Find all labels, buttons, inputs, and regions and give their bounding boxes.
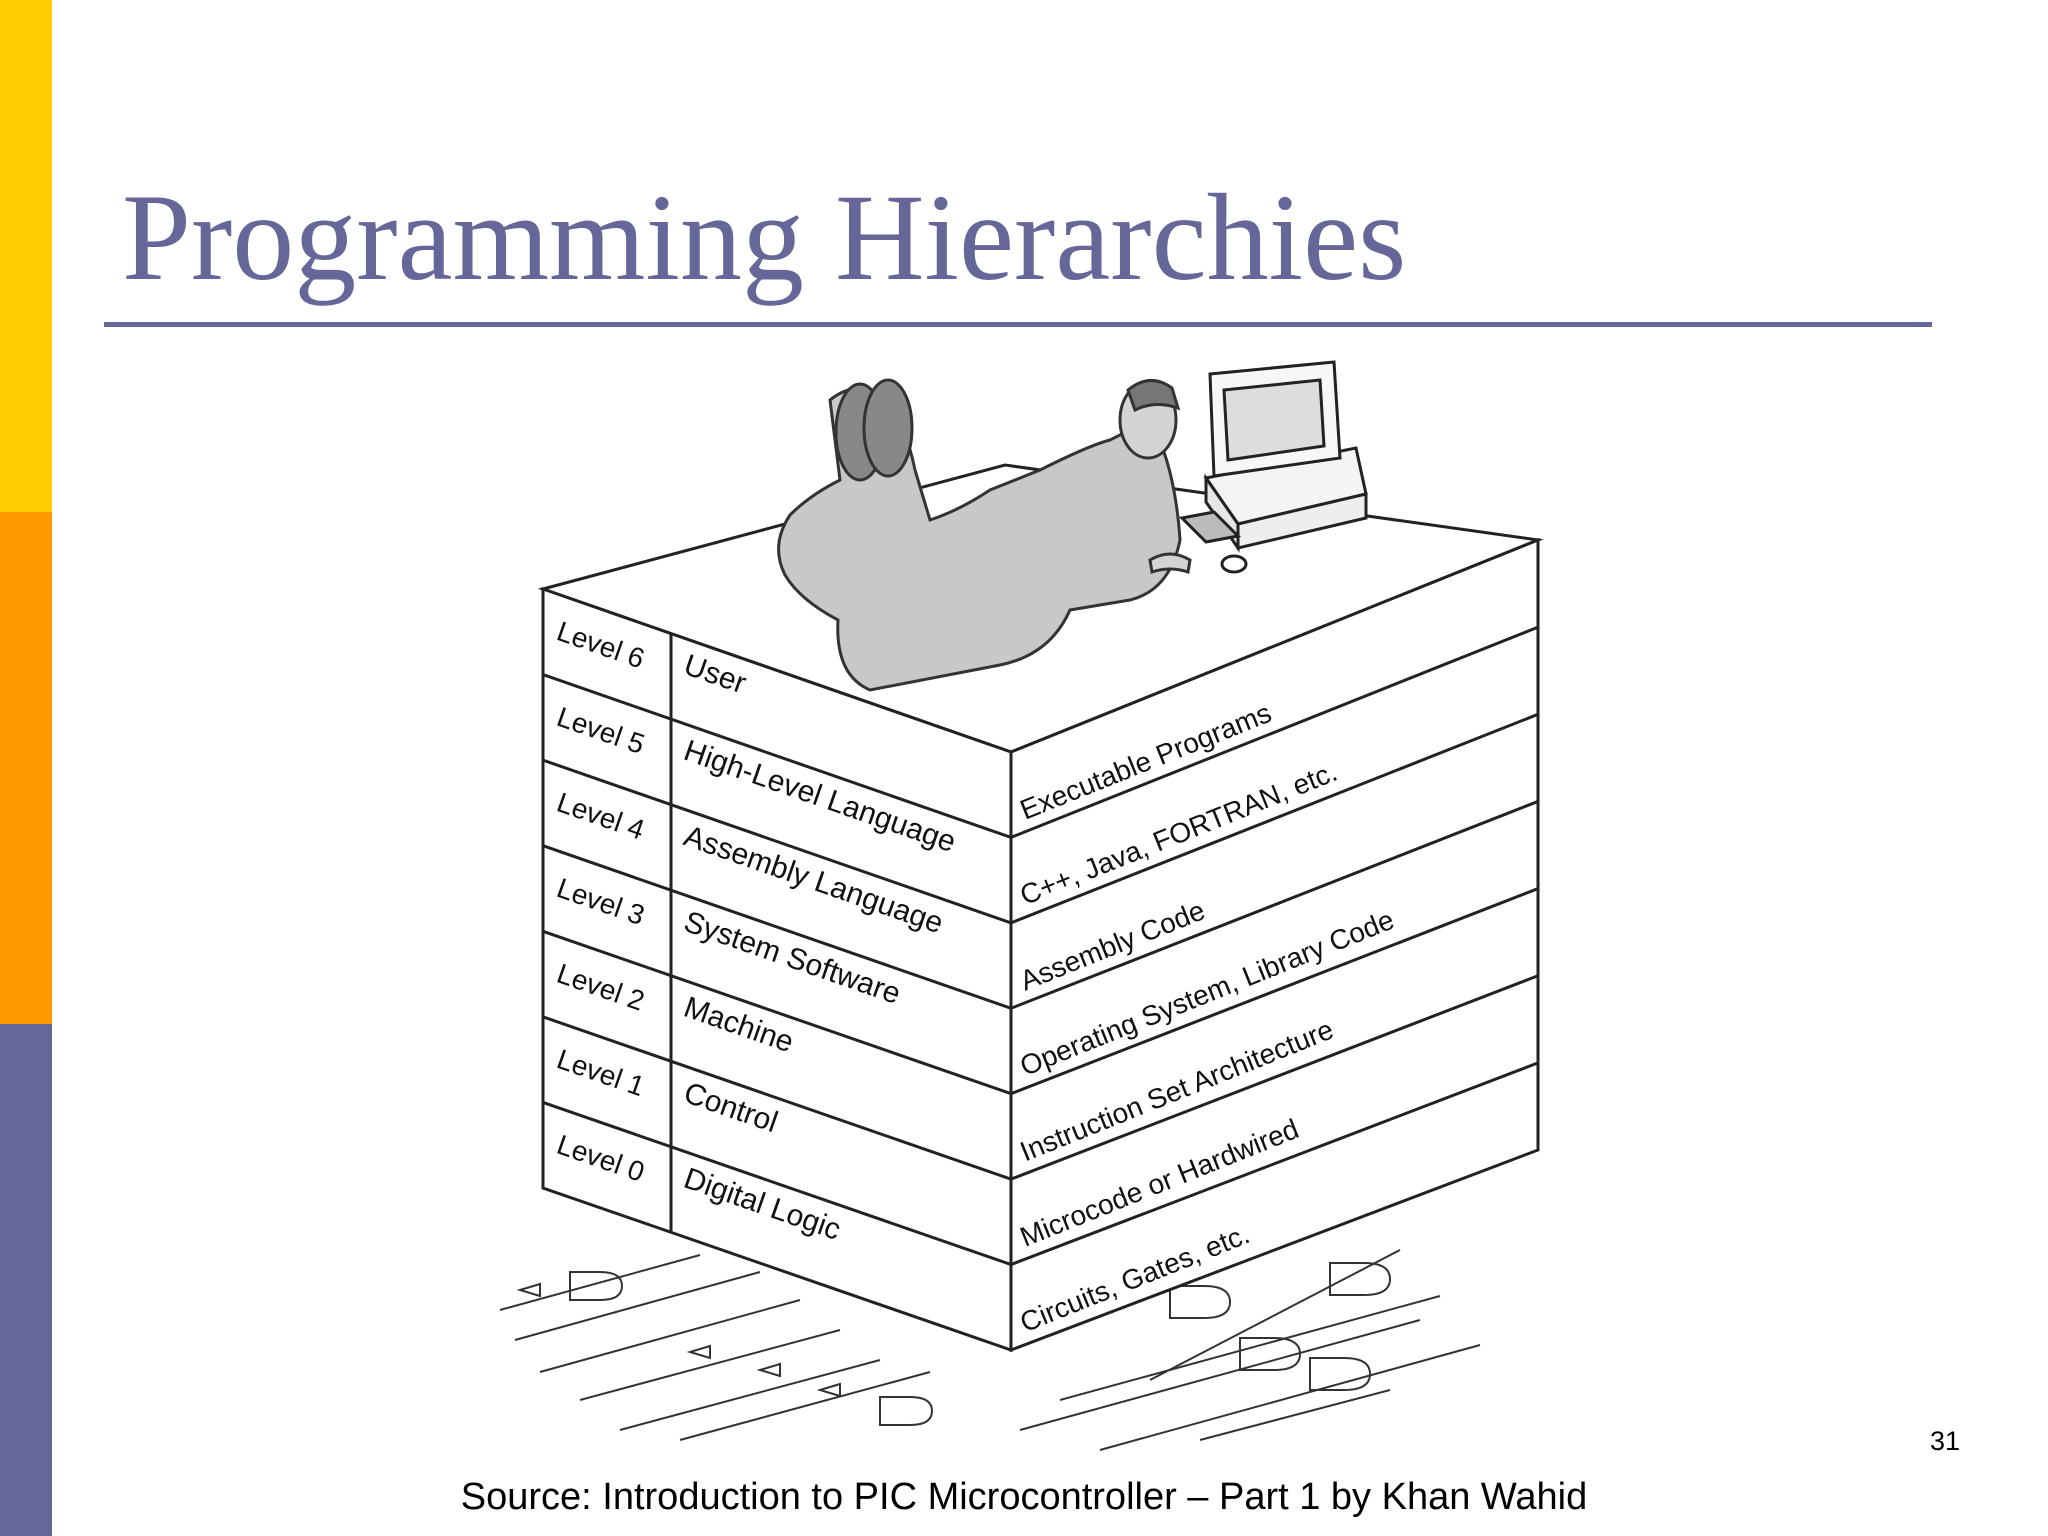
- logic-gates-circuit-icon: [499, 1249, 1481, 1451]
- person-lying-on-stack-icon: [777, 378, 1192, 692]
- side-bar-yellow: [0, 0, 52, 512]
- stack-right-face: [1009, 537, 1540, 1353]
- title-underline: [104, 322, 1932, 327]
- page-number: 31: [1929, 1426, 1960, 1456]
- side-bar-orange: [0, 512, 52, 1024]
- source-caption: Source: Introduction to PIC Microcontrol…: [460, 1476, 1588, 1518]
- slide-title: Programming Hierarchies: [122, 169, 1407, 306]
- desktop-computer-icon: [1178, 360, 1368, 574]
- side-bar-purple: [0, 1024, 52, 1536]
